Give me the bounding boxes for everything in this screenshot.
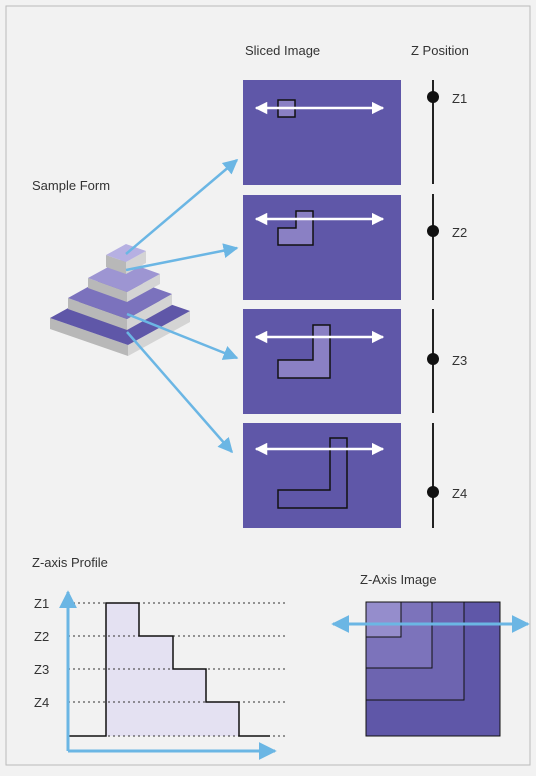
z3-marker xyxy=(427,353,439,365)
z-axis-profile-heading: Z-axis Profile xyxy=(32,555,108,570)
z2-label: Z2 xyxy=(452,225,467,240)
slice-panel-z1 xyxy=(243,80,401,185)
z-position-heading: Z Position xyxy=(411,43,469,58)
profile-z3-label: Z3 xyxy=(34,662,49,677)
z1-label: Z1 xyxy=(452,91,467,106)
slice-panel-z3 xyxy=(243,309,401,414)
slice-panel-z4 xyxy=(243,423,401,528)
slice-panel-z2 xyxy=(243,195,401,300)
z2-marker xyxy=(427,225,439,237)
z3-label: Z3 xyxy=(452,353,467,368)
profile-z4-label: Z4 xyxy=(34,695,49,710)
z4-marker xyxy=(427,486,439,498)
profile-z1-label: Z1 xyxy=(34,596,49,611)
z4-label: Z4 xyxy=(452,486,467,501)
slice-arrows xyxy=(125,159,239,454)
z-axis-image-heading: Z-Axis Image xyxy=(360,572,437,587)
sliced-image-heading: Sliced Image xyxy=(245,43,320,58)
z-position-axis: Z1 Z2 Z3 Z4 xyxy=(427,80,467,528)
z1-marker xyxy=(427,91,439,103)
profile-z2-label: Z2 xyxy=(34,629,49,644)
sample-form-label: Sample Form xyxy=(32,178,110,193)
z-axis-profile-chart: Z1 Z2 Z3 Z4 xyxy=(34,590,286,760)
z-axis-image xyxy=(331,601,530,737)
